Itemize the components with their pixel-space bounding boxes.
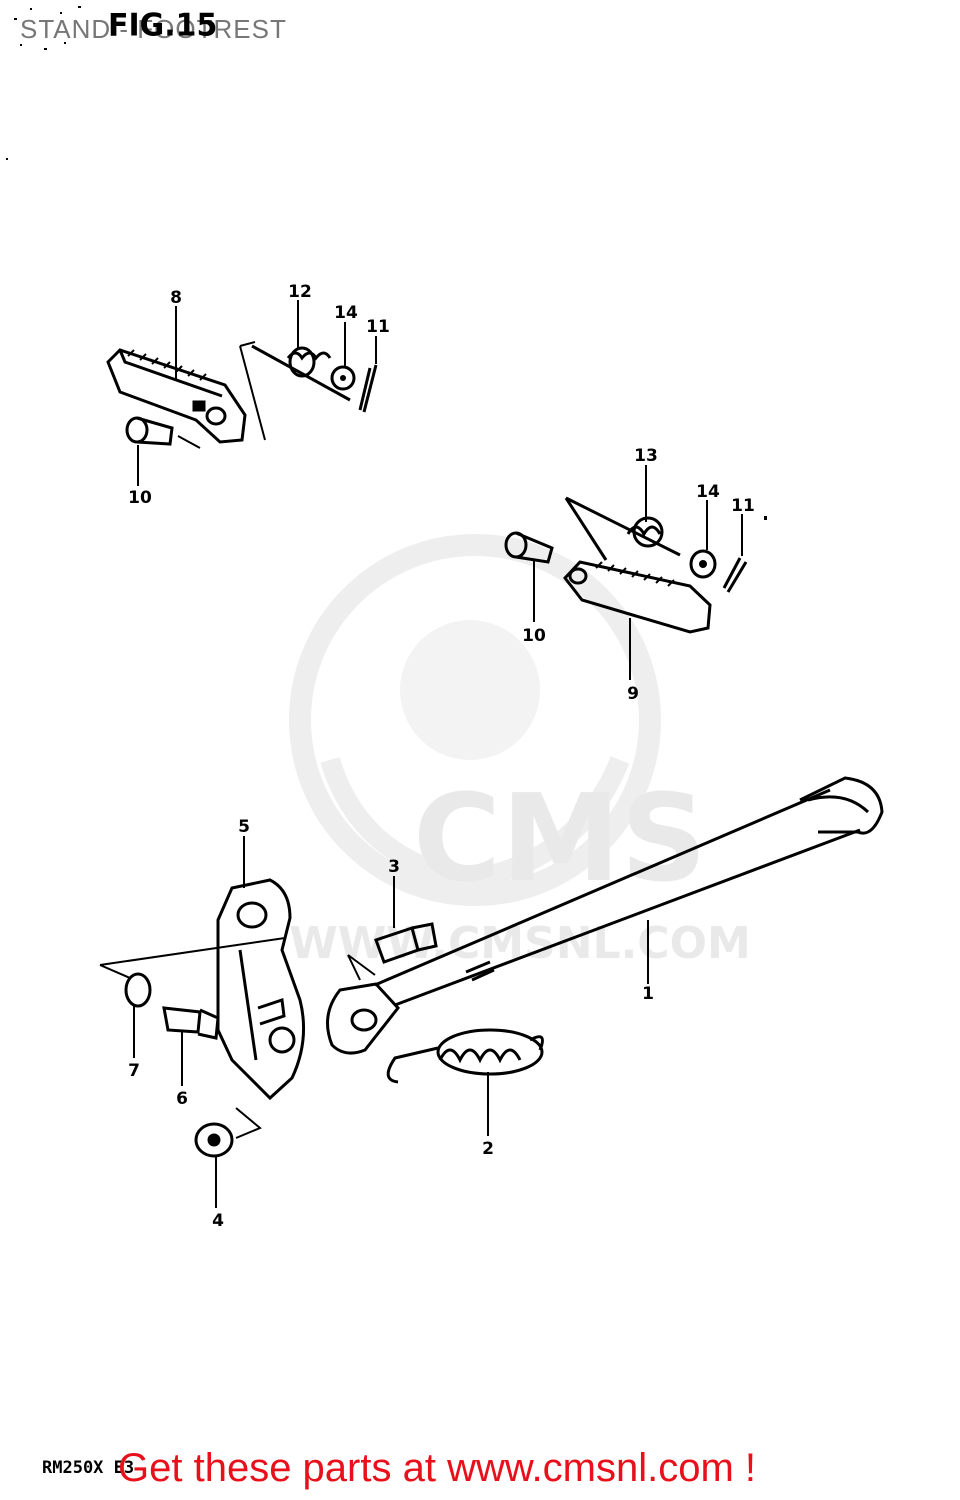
callout-10-lower: 10 — [522, 626, 546, 646]
callout-5: 5 — [238, 817, 250, 837]
diagram-title: STAND - FOOTREST — [20, 14, 287, 44]
bolt-6 — [162, 1006, 220, 1040]
callout-4: 4 — [212, 1211, 224, 1231]
callout-leaders — [133, 300, 743, 1208]
callout-12: 12 — [288, 282, 312, 302]
washer-left — [330, 365, 356, 391]
callout-13: 13 — [634, 446, 658, 466]
washer-right — [689, 549, 717, 579]
cta-link[interactable]: Get these parts at www.cmsnl.com ! — [118, 1446, 756, 1490]
clevis-pin-upper — [125, 416, 174, 446]
leader-bolt-3 — [347, 954, 376, 981]
cotter-pin-left — [358, 364, 378, 413]
leader-nut-4 — [235, 1107, 262, 1139]
callout-11-upper: 11 — [366, 317, 390, 337]
model-code: RM250X E3 — [42, 1458, 135, 1478]
nut-4 — [194, 1122, 234, 1158]
bolt-3 — [374, 922, 438, 964]
watermark-url: WWW.CMSNL.COM — [289, 918, 751, 969]
callout-7: 7 — [128, 1061, 140, 1081]
callout-6: 6 — [176, 1089, 188, 1109]
callout-2: 2 — [482, 1139, 494, 1159]
stand-bracket — [216, 878, 306, 1101]
spring-left — [251, 344, 351, 402]
callout-10-upper: 10 — [128, 488, 152, 508]
callout-3: 3 — [388, 857, 400, 877]
callout-1: 1 — [642, 984, 654, 1004]
callout-14-lower: 14 — [696, 482, 720, 502]
leader-washer-7 — [99, 937, 286, 979]
cotter-pin-right — [722, 557, 748, 593]
callout-numbers: 8 12 14 11 10 13 14 11 10 9 5 3 1 7 6 2 … — [128, 282, 755, 1231]
clevis-pin-right — [504, 531, 554, 564]
callout-11-lower: 11 — [731, 496, 755, 516]
leader-assembly-left — [177, 341, 266, 449]
spring-right — [564, 496, 681, 561]
callout-9: 9 — [627, 684, 639, 704]
watermark-brand: CMS — [413, 770, 707, 909]
scan-specks — [6, 6, 767, 520]
footrest-left — [106, 348, 247, 444]
figure-label: FIG.15 — [108, 7, 218, 44]
washer-7 — [124, 972, 152, 1008]
side-stand — [326, 776, 884, 1055]
stand-spring — [386, 1028, 544, 1084]
watermark: CMS WWW.CMSNL.COM — [289, 534, 751, 969]
callout-14-upper: 14 — [334, 303, 358, 323]
callout-8: 8 — [170, 288, 182, 308]
footrest-right — [563, 560, 712, 634]
